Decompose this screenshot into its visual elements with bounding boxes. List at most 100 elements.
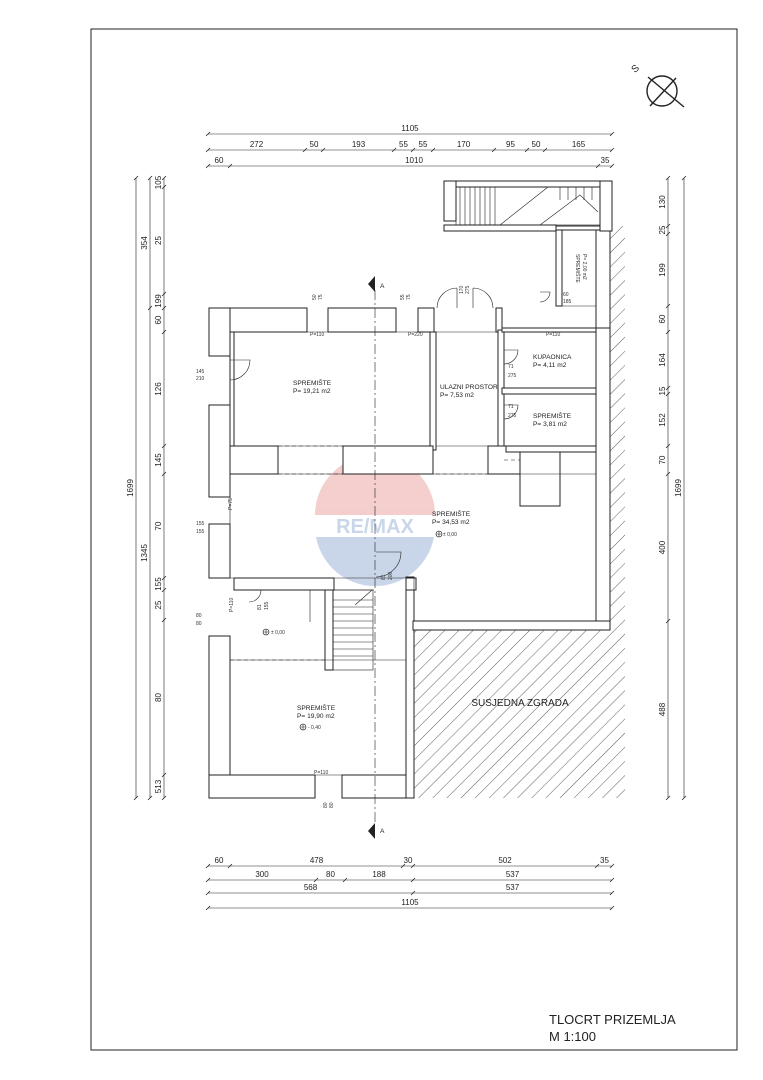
- section-label-bottom: A: [380, 828, 385, 835]
- room-outline: [503, 393, 597, 447]
- dim-top-total-tick: [609, 131, 615, 137]
- dim-left-inner-tick: [161, 175, 167, 181]
- dim-right-outer-tick: [681, 795, 687, 801]
- title-block: TLOCRT PRIZEMLJA M 1:100: [549, 1012, 676, 1044]
- dim-top-row2-tick: [205, 147, 211, 153]
- dim-bottom-row2-label: 80: [326, 870, 335, 879]
- dim-left-inner-tick: [161, 575, 167, 581]
- wall-segment: [342, 445, 434, 475]
- dim-bottom-row1-tick: [227, 863, 233, 869]
- room-spremiste-3: SPREMIŠTE P= 34,53 m2: [432, 509, 471, 526]
- wall-segment: [429, 331, 437, 451]
- room-kupaonica: KUPAONICA P= 4,11 m2: [533, 354, 572, 369]
- opening-dim: 170: [459, 285, 465, 294]
- wall-segment: [595, 225, 611, 329]
- opening-dim: 200: [388, 571, 394, 580]
- wall-segment: [595, 327, 611, 631]
- wall-segment: [208, 523, 231, 579]
- level-value: ± 0,00: [443, 532, 457, 538]
- dim-right-inner-tick: [665, 471, 671, 477]
- wall-segment: [233, 577, 335, 591]
- wall-segment: [208, 635, 231, 799]
- dim-left-inner-label: 126: [154, 382, 163, 396]
- dim-top-row3-tick: [205, 163, 211, 169]
- dim-top-row2-tick: [410, 147, 416, 153]
- dim-top-row2-label: 95: [506, 140, 515, 149]
- wall-segment: [405, 577, 417, 591]
- opening-dim: 80: [329, 802, 335, 808]
- stair-arrow: [499, 186, 599, 226]
- level-marker: ± 0,00: [435, 530, 457, 538]
- door-swing: [539, 291, 551, 303]
- dim-right-inner-label: 164: [658, 353, 667, 367]
- level-value: ± 0,00: [271, 630, 285, 636]
- dim-right-inner-tick: [665, 231, 671, 237]
- level-marker: ± 0,00: [262, 628, 285, 636]
- opening-dim: 210: [196, 376, 205, 382]
- dim-left-inner-label: 145: [154, 453, 163, 467]
- opening-dim: 275: [508, 413, 517, 419]
- dim-bottom-row2-label: 300: [255, 870, 269, 879]
- dim-bottom-row2-tick: [609, 877, 615, 883]
- opening-dim: 81: [257, 604, 263, 610]
- room-ulazni-prostor: ULAZNI PROSTOR P= 7,53 m2: [440, 384, 498, 399]
- opening-dim: 75: [318, 294, 324, 300]
- wall-segment: [417, 307, 435, 333]
- dim-left-outer-tick: [133, 795, 139, 801]
- wall-segment: [412, 620, 611, 631]
- wall-segment: [519, 451, 561, 507]
- dim-left-outer-label: 1699: [126, 479, 135, 497]
- room-spremiste-small: SPREMIŠTE P= 2,00 m2: [574, 254, 587, 284]
- dim-right-inner-tick: [665, 391, 671, 397]
- dim-top-row2-label: 55: [399, 140, 408, 149]
- stair-top: [455, 186, 601, 226]
- door-swing: [248, 589, 262, 603]
- dim-bottom-row1-label: 60: [215, 856, 224, 865]
- opening-labels: 50 75 55 75 170 275 60 185 71 275 71 275…: [196, 285, 572, 808]
- dim-right-inner-label: 15: [658, 386, 667, 395]
- neighbour-hatch: [413, 630, 625, 798]
- opening-dim: 275: [465, 285, 471, 294]
- dim-top-row2-tick: [302, 147, 308, 153]
- level-value: - 0,40: [308, 725, 321, 731]
- dim-right-inner-label: 25: [658, 225, 667, 234]
- door-swing: [503, 349, 519, 365]
- dim-left-inner-tick: [161, 471, 167, 477]
- dim-left-mid-tick: [147, 795, 153, 801]
- room-area: P= 7,53 m2: [440, 392, 474, 399]
- dim-bottom-row3-label: 568: [304, 883, 318, 892]
- dim-top-row3-tick: [227, 163, 233, 169]
- opening-dim: 80: [323, 802, 329, 808]
- room-name: SPREMIŠTE: [533, 411, 572, 420]
- dim-left-mid-label: 354: [140, 236, 149, 250]
- room-area: P= 3,81 m2: [533, 421, 567, 428]
- opening-dim: 81: [381, 574, 387, 580]
- dim-top-row2-label: 193: [352, 140, 366, 149]
- dim-top-row2-tick: [524, 147, 530, 153]
- opening-dim: P=75: [228, 498, 234, 510]
- dim-bottom-row2-tick: [313, 877, 319, 883]
- sheet-scale: M 1:100: [549, 1029, 596, 1044]
- wall-segment: [324, 589, 334, 671]
- room-name: SPREMIŠTE: [297, 703, 336, 712]
- wall-segment: [443, 180, 613, 188]
- section-label-top: A: [380, 283, 385, 290]
- dim-left-inner-tick: [161, 772, 167, 778]
- dim-bottom-row3-label: 537: [506, 883, 520, 892]
- dim-top-row2-label: 170: [457, 140, 471, 149]
- dim-right-inner-tick: [665, 618, 671, 624]
- room-name: SPREMIŠTE: [432, 509, 471, 518]
- dim-right-inner-label: 130: [658, 195, 667, 209]
- dim-left-inner-tick: [161, 795, 167, 801]
- compass-label: S: [630, 63, 642, 76]
- dim-right-inner-tick: [665, 795, 671, 801]
- dim-bottom-row1-tick: [410, 863, 416, 869]
- dim-left-mid-tick: [147, 305, 153, 311]
- room-spremiste-2: SPREMIŠTE P= 3,81 m2: [533, 411, 572, 428]
- room-area: P= 19,90 m2: [297, 713, 335, 720]
- dim-bottom-row2-tick: [410, 877, 416, 883]
- dim-right-inner-tick: [665, 175, 671, 181]
- dim-left-inner-label: 199: [154, 294, 163, 308]
- dim-top-row2-label: 165: [572, 140, 586, 149]
